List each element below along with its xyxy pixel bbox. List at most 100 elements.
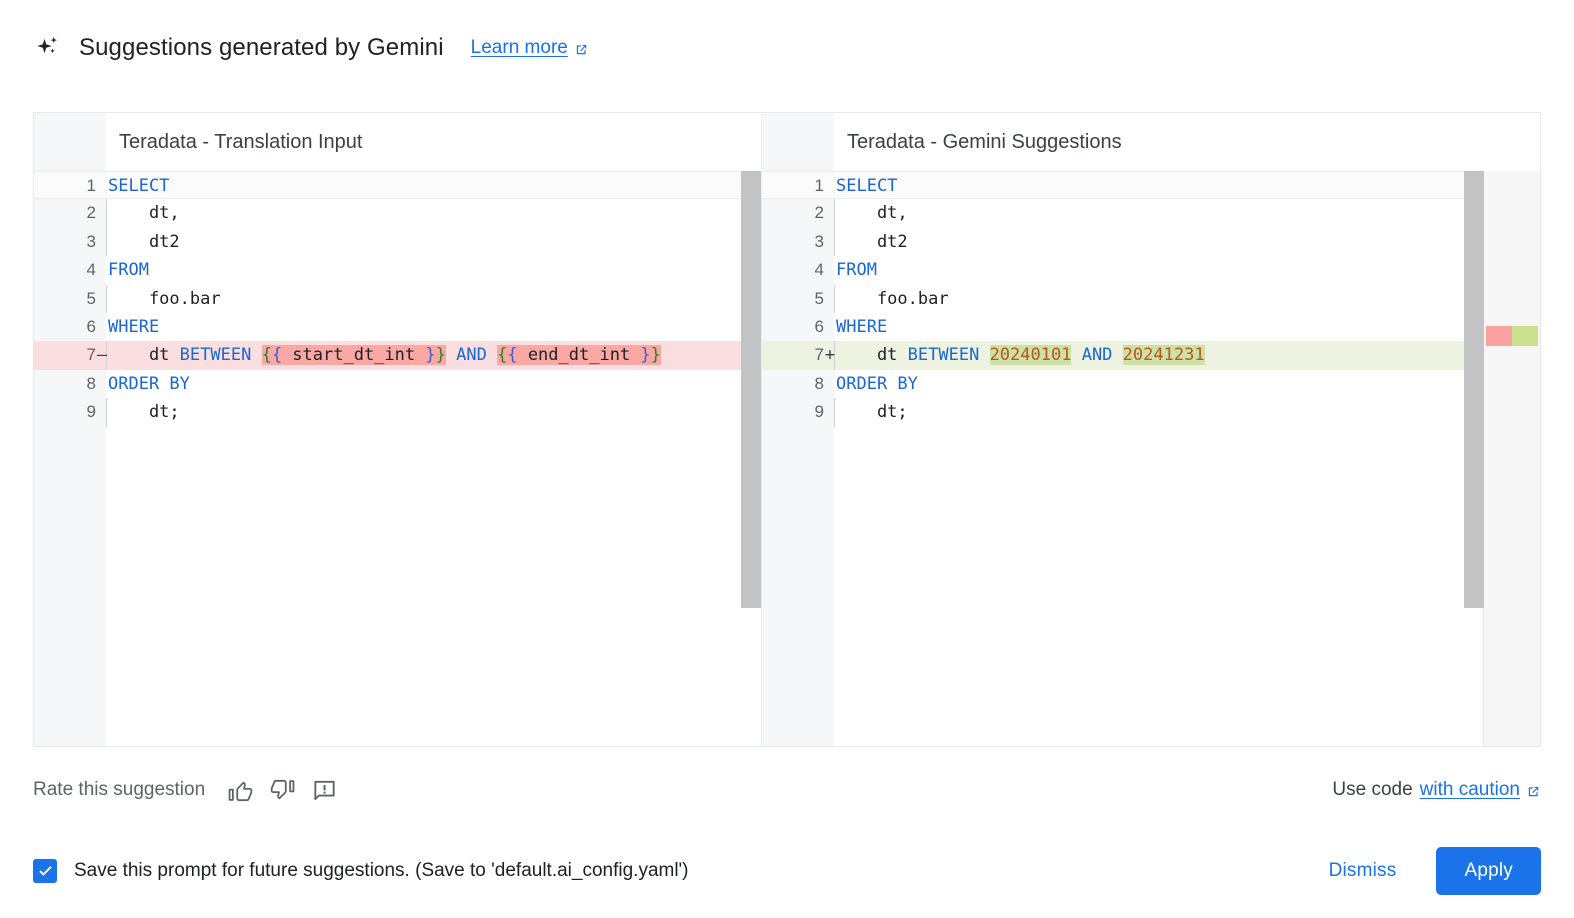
footer-bar: Save this prompt for future suggestions.…: [33, 846, 1541, 896]
code-line: 4 FROM: [762, 256, 1540, 284]
line-number: 5: [814, 288, 824, 308]
line-number: 1: [86, 176, 96, 195]
line-number-gutter: [762, 171, 834, 746]
code-line-text: WHERE: [106, 313, 761, 341]
pane-title-input: Teradata - Translation Input: [119, 130, 363, 153]
code-token: }: [425, 345, 436, 366]
code-token: AND: [456, 345, 487, 366]
code-token: BETWEEN: [907, 345, 980, 366]
code-token: WHERE: [836, 316, 888, 337]
code-line-text: ORDER BY: [106, 370, 761, 398]
line-number: 3: [814, 231, 824, 251]
vertical-scrollbar-suggestions[interactable]: [1464, 171, 1484, 746]
line-number: 7+: [762, 341, 836, 369]
gutter-change-tint: [762, 341, 834, 370]
code-token: ORDER BY: [836, 373, 918, 394]
code-token: WHERE: [108, 316, 160, 337]
rate-bar: Rate this suggestion: [33, 768, 1541, 812]
overview-marker-added: [1512, 326, 1538, 346]
code-token: {: [271, 345, 283, 366]
pane-header-input: Teradata - Translation Input: [34, 113, 761, 171]
vertical-scrollbar-input[interactable]: [741, 171, 761, 746]
code-line: 9 dt;: [762, 398, 1540, 427]
save-prompt-row: Save this prompt for future suggestions.…: [33, 859, 689, 883]
gutter-background: [34, 113, 106, 171]
external-link-icon: [574, 41, 589, 56]
code-line-text: dt BETWEEN {{ start_dt_int }} AND {{ end…: [106, 341, 761, 371]
diff-overview-ruler[interactable]: [1483, 171, 1540, 746]
thumb-up-icon: [228, 778, 253, 803]
line-number: 5: [86, 288, 96, 308]
dismiss-button[interactable]: Dismiss: [1315, 850, 1411, 892]
code-line: 3 dt2: [762, 227, 1540, 257]
code-line: 9 dt;: [34, 398, 761, 427]
save-prompt-checkbox[interactable]: [33, 859, 57, 883]
line-number-gutter: [34, 171, 106, 746]
scrollbar-thumb[interactable]: [741, 171, 761, 608]
code-line-text: dt BETWEEN 20240101 AND 20241231: [834, 341, 1540, 371]
code-token: }: [435, 345, 446, 366]
code-line: 7+ dt BETWEEN 20240101 AND 20241231: [762, 341, 1540, 371]
code-token: }: [650, 345, 661, 366]
code-token: {: [507, 345, 518, 366]
rate-label: Rate this suggestion: [33, 779, 206, 800]
code-token: 20241231: [1122, 345, 1205, 366]
diff-sign: –: [96, 345, 108, 366]
use-code-prefix: Use code: [1332, 779, 1413, 800]
code-line: 1 SELECT: [762, 171, 1540, 200]
code-token: }: [640, 345, 651, 366]
code-token: foo.bar: [836, 288, 949, 309]
code-line-text: dt,: [106, 199, 761, 229]
suggestions-header: Suggestions generated by Gemini Learn mo…: [33, 26, 589, 70]
code-line-text: dt;: [106, 398, 761, 427]
with-caution-link[interactable]: with caution: [1420, 779, 1541, 801]
code-line-text: dt2: [106, 227, 761, 257]
line-number: 4: [814, 260, 824, 280]
code-token: SELECT: [836, 176, 898, 196]
thumb-up-button[interactable]: [225, 775, 255, 805]
code-token: dt;: [108, 402, 180, 423]
pane-title-suggestions: Teradata - Gemini Suggestions: [847, 130, 1122, 153]
code-token: {: [261, 345, 272, 366]
with-caution-label: with caution: [1419, 779, 1520, 800]
gutter-change-tint: [34, 341, 106, 370]
code-token: FROM: [108, 260, 149, 281]
code-line-text: dt,: [834, 199, 1540, 229]
learn-more-link[interactable]: Learn more: [471, 37, 589, 59]
line-number: 9: [86, 402, 96, 422]
report-feedback-button[interactable]: [309, 775, 339, 805]
apply-button[interactable]: Apply: [1436, 847, 1541, 895]
code-token: [1071, 345, 1081, 365]
scrollbar-thumb[interactable]: [1464, 171, 1484, 608]
gutter-background: [762, 113, 834, 171]
checkmark-icon: [36, 862, 55, 881]
sparkle-icon: [33, 33, 63, 63]
code-line: 8 ORDER BY: [762, 370, 1540, 398]
overview-marker-deleted: [1486, 326, 1512, 346]
code-token: foo.bar: [108, 288, 221, 309]
code-token: start_dt_int: [282, 345, 426, 366]
code-token: dt2: [836, 231, 908, 252]
code-line: 3 dt2: [34, 227, 761, 257]
diff-sign: +: [824, 345, 836, 366]
learn-more-label: Learn more: [470, 37, 568, 58]
code-line-text: FROM: [834, 256, 1540, 284]
code-line: 5 foo.bar: [762, 284, 1540, 314]
code-line: 2 dt,: [34, 199, 761, 229]
thumb-down-button[interactable]: [267, 775, 297, 805]
code-line-text: dt2: [834, 227, 1540, 257]
line-number: 8: [814, 373, 824, 393]
code-token: [446, 345, 456, 365]
code-line-text: FROM: [106, 256, 761, 284]
line-number: 1: [814, 176, 824, 195]
code-token: {: [497, 345, 508, 366]
code-token: end_dt_int: [517, 345, 641, 366]
code-line-text: ORDER BY: [834, 370, 1540, 398]
